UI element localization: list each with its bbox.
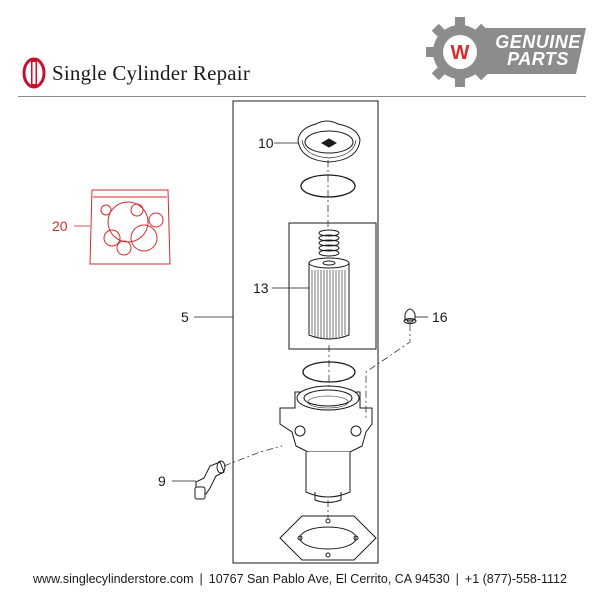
badge-letter: W: [451, 42, 470, 64]
badge-genuine: GENUINE: [495, 32, 581, 52]
brand-name: Single Cylinder Repair: [52, 60, 251, 85]
callout-13: 13: [253, 280, 269, 296]
filter-housing-part[interactable]: [279, 385, 373, 503]
gear-badge-icon: W: [426, 17, 586, 87]
badge-parts: PARTS: [507, 49, 569, 69]
brand[interactable]: Single Cylinder Repair: [22, 56, 250, 90]
callout-16: 16: [432, 309, 448, 325]
brand-logo-icon: [22, 57, 46, 89]
filter-cap-part[interactable]: [297, 120, 361, 163]
header-divider: [18, 96, 586, 97]
footer-separator: |: [199, 572, 203, 586]
callout-10: 10: [258, 135, 274, 151]
callout-20: 20: [52, 218, 68, 234]
footer: www.singlecylinderstore.com | 10767 San Pa…: [0, 572, 600, 586]
bleed-screw-part[interactable]: [403, 308, 417, 324]
header: Single Cylinder Repair W GENUINE PARTS: [0, 0, 600, 96]
mounting-gasket-part[interactable]: [279, 515, 377, 561]
footer-website[interactable]: www.singlecylinderstore.com: [33, 572, 194, 586]
element-frame: [288, 222, 377, 350]
oring-kit-bag-part[interactable]: [89, 189, 171, 265]
assembly-frame: [232, 100, 379, 564]
filter-element-part[interactable]: [308, 257, 350, 340]
footer-separator: |: [455, 572, 459, 586]
footer-phone[interactable]: +1 (877)-558-1112: [464, 572, 567, 586]
spring-part[interactable]: [318, 229, 340, 257]
footer-address: 10767 San Pablo Ave, El Cerrito, CA 9453…: [208, 572, 450, 586]
callout-5: 5: [181, 309, 189, 325]
elbow-fitting-part[interactable]: [194, 460, 226, 500]
callout-9: 9: [158, 473, 166, 489]
parts-diagram: 10 20 13 5 16 9: [52, 100, 448, 564]
